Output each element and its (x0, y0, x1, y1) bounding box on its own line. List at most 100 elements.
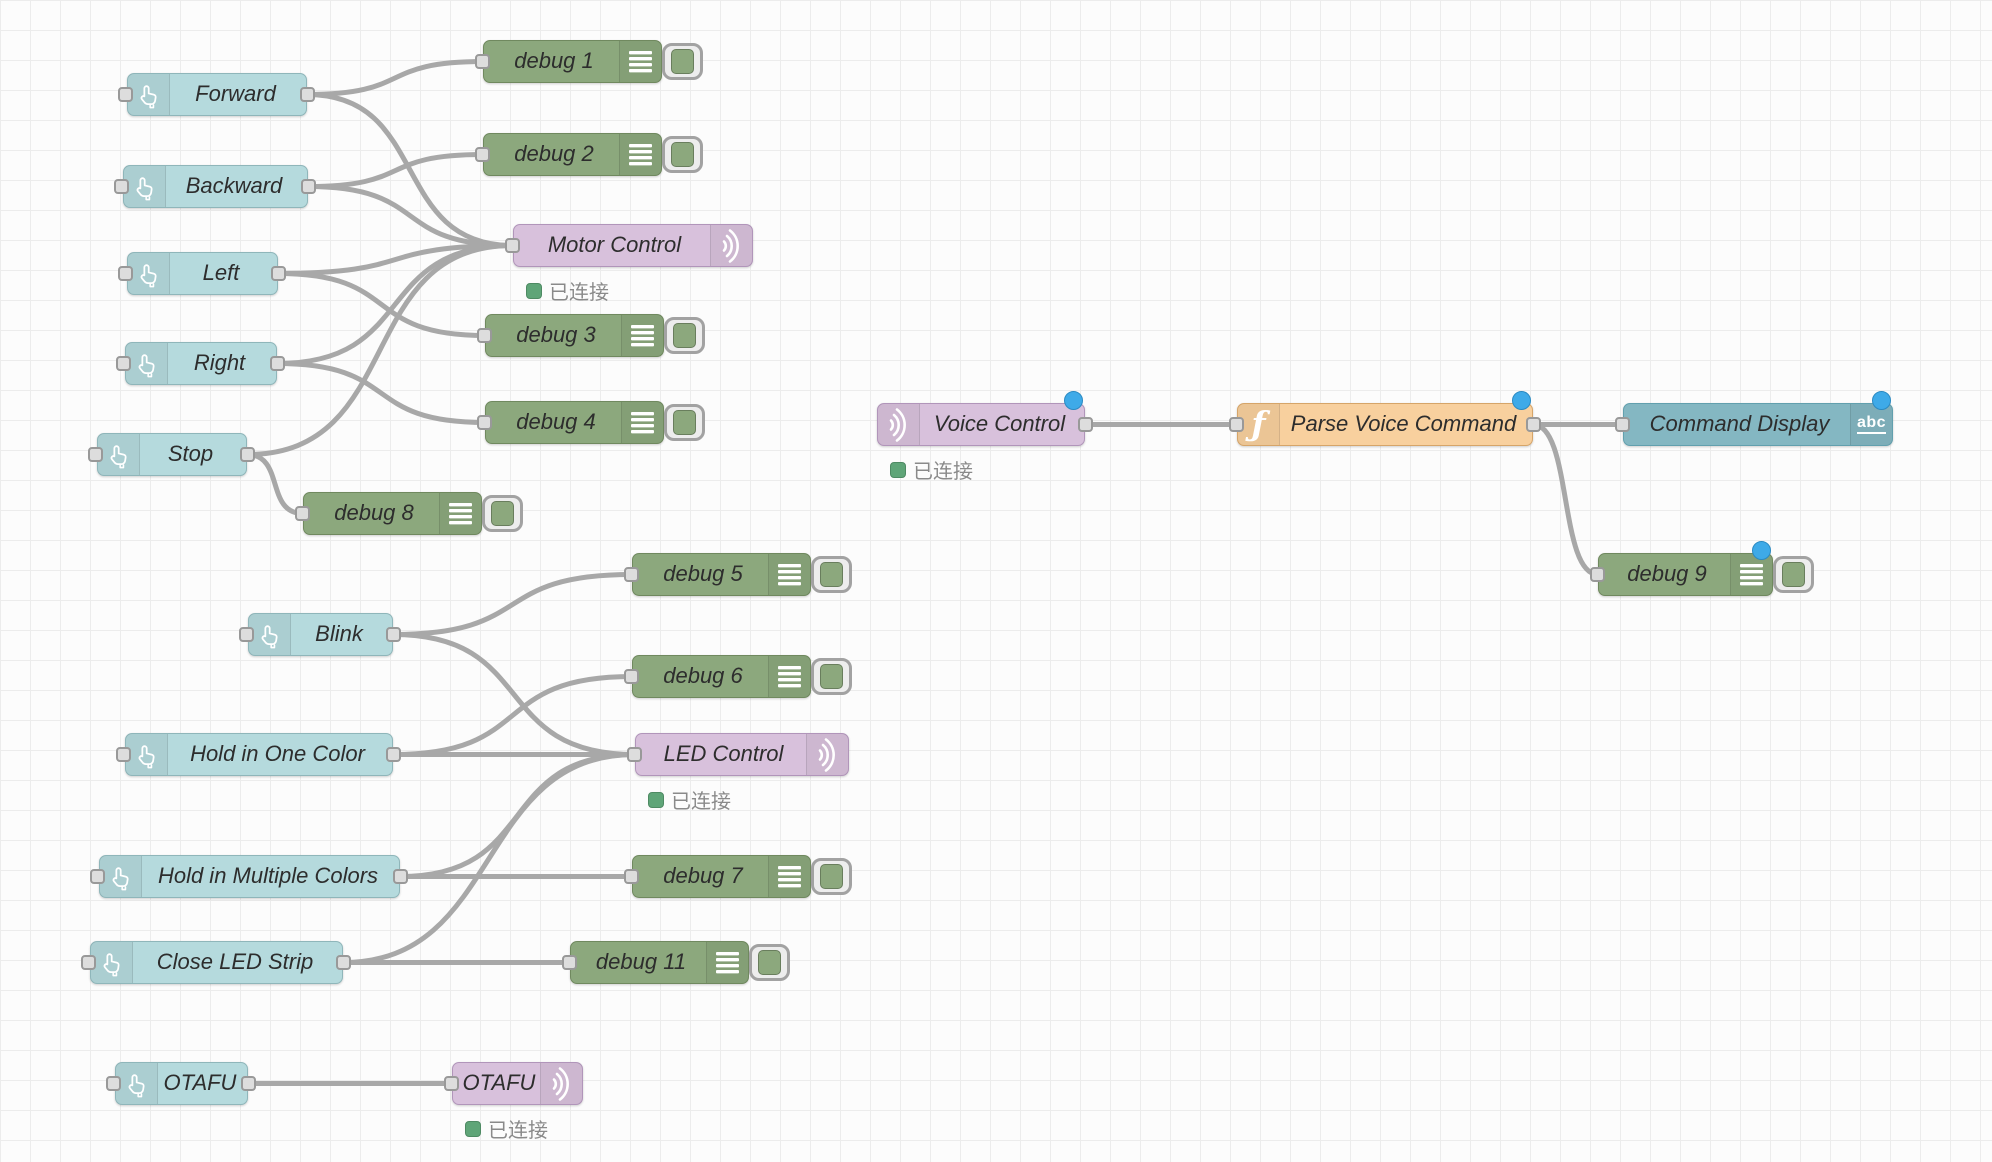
debug-toggle-button[interactable] (1773, 556, 1814, 593)
debug-toggle-button[interactable] (811, 658, 852, 695)
input-port[interactable] (627, 747, 642, 762)
input-port[interactable] (1590, 567, 1605, 582)
node-right[interactable]: Right (116, 342, 285, 385)
node-otafu-in[interactable]: OTAFU (106, 1062, 256, 1105)
output-port[interactable] (1526, 417, 1541, 432)
wire-forward-to-motor[interactable] (304, 92, 516, 248)
debug-toggle-button[interactable] (482, 495, 523, 532)
input-port[interactable] (295, 506, 310, 521)
wire-left-to-motor[interactable] (275, 243, 516, 276)
node-debug1[interactable]: debug 1 (475, 40, 703, 83)
changed-indicator (1752, 541, 1771, 560)
node-label: debug 7 (663, 863, 743, 888)
output-port[interactable] (241, 1076, 256, 1091)
node-label: debug 9 (1627, 561, 1707, 586)
wire-right-to-motor[interactable] (274, 243, 516, 366)
wire-backward-to-debug2[interactable] (305, 152, 486, 189)
wire-right-to-debug4[interactable] (274, 361, 488, 425)
inject-button[interactable] (88, 447, 103, 462)
output-port[interactable] (300, 87, 315, 102)
wire-left-to-debug3[interactable] (275, 271, 488, 338)
output-port[interactable] (301, 179, 316, 194)
node-forward[interactable]: Forward (118, 73, 315, 116)
debug-toggle-button[interactable] (811, 858, 852, 895)
input-port[interactable] (505, 238, 520, 253)
output-port[interactable] (240, 447, 255, 462)
node-debug2[interactable]: debug 2 (475, 133, 703, 176)
debug-list-icon (621, 402, 663, 443)
inject-button[interactable] (116, 356, 131, 371)
input-port[interactable] (477, 328, 492, 343)
input-port[interactable] (475, 147, 490, 162)
wire-close-led-to-led[interactable] (340, 752, 638, 965)
wire-stop-to-motor[interactable] (244, 243, 516, 457)
node-blink[interactable]: Blink (239, 613, 401, 656)
inject-button[interactable] (118, 266, 133, 281)
output-port[interactable] (336, 955, 351, 970)
node-label: Command Display (1649, 411, 1830, 436)
output-port[interactable] (271, 266, 286, 281)
node-debug11[interactable]: debug 11 (562, 941, 790, 984)
inject-button[interactable] (90, 869, 105, 884)
node-debug4[interactable]: debug 4 (477, 401, 705, 444)
status-text: 已连接 (913, 461, 973, 483)
debug-toggle-button[interactable] (662, 136, 703, 173)
input-port[interactable] (1229, 417, 1244, 432)
node-left[interactable]: Left (118, 252, 286, 295)
input-port[interactable] (475, 54, 490, 69)
input-port[interactable] (562, 955, 577, 970)
node-debug3[interactable]: debug 3 (477, 314, 705, 357)
input-port[interactable] (477, 415, 492, 430)
node-debug6[interactable]: debug 6 (624, 655, 852, 698)
output-port[interactable] (1078, 417, 1093, 432)
node-backward[interactable]: Backward (114, 165, 316, 208)
wire-hold-one-to-debug6[interactable] (390, 674, 635, 757)
input-port[interactable] (1615, 417, 1630, 432)
inject-button[interactable] (118, 87, 133, 102)
node-stop[interactable]: Stop (88, 433, 255, 476)
node-label: Hold in Multiple Colors (157, 863, 379, 888)
node-debug8[interactable]: debug 8 (295, 492, 523, 535)
wire-blink-to-led[interactable] (390, 632, 638, 757)
debug-toggle-button[interactable] (664, 317, 705, 354)
wire-backward-to-motor[interactable] (305, 184, 516, 248)
debug-toggle-button[interactable] (662, 43, 703, 80)
output-port[interactable] (393, 869, 408, 884)
inject-button[interactable] (114, 179, 129, 194)
hand-pointer-icon (116, 1063, 158, 1104)
output-port[interactable] (386, 627, 401, 642)
wire-forward-to-debug1[interactable] (304, 59, 486, 97)
wire-blink-to-debug5[interactable] (390, 572, 635, 637)
node-debug9[interactable]: debug 9 (1590, 541, 1814, 596)
output-port[interactable] (270, 356, 285, 371)
node-debug7[interactable]: debug 7 (624, 855, 852, 898)
debug-toggle-button[interactable] (749, 944, 790, 981)
node-debug5[interactable]: debug 5 (624, 553, 852, 596)
input-port[interactable] (624, 869, 639, 884)
input-port[interactable] (624, 567, 639, 582)
input-port[interactable] (624, 669, 639, 684)
debug-toggle-button[interactable] (811, 556, 852, 593)
wire-parse-to-debug9[interactable] (1530, 422, 1601, 577)
output-port[interactable] (386, 747, 401, 762)
inject-button[interactable] (239, 627, 254, 642)
wire-stop-to-debug8[interactable] (244, 452, 306, 516)
node-label: OTAFU (163, 1070, 237, 1095)
inject-button[interactable] (81, 955, 96, 970)
node-hold-one[interactable]: Hold in One Color (116, 733, 401, 776)
node-close-led[interactable]: Close LED Strip (81, 941, 351, 984)
debug-toggle-button[interactable] (664, 404, 705, 441)
inject-button[interactable] (106, 1076, 121, 1091)
status-indicator: 已连接 (890, 455, 973, 484)
inject-button[interactable] (116, 747, 131, 762)
input-port[interactable] (444, 1076, 459, 1091)
node-hold-multi[interactable]: Hold in Multiple Colors (90, 855, 408, 898)
status-text: 已连接 (671, 791, 731, 813)
